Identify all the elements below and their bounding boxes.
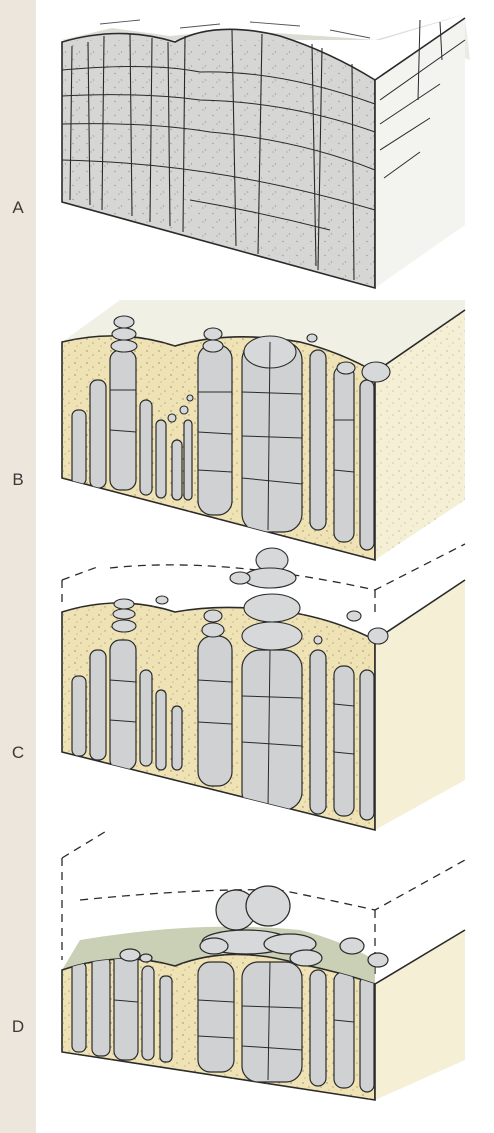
block-c — [62, 544, 465, 835]
block-a — [62, 14, 470, 290]
block-b — [62, 300, 465, 565]
block-d — [62, 830, 465, 1110]
